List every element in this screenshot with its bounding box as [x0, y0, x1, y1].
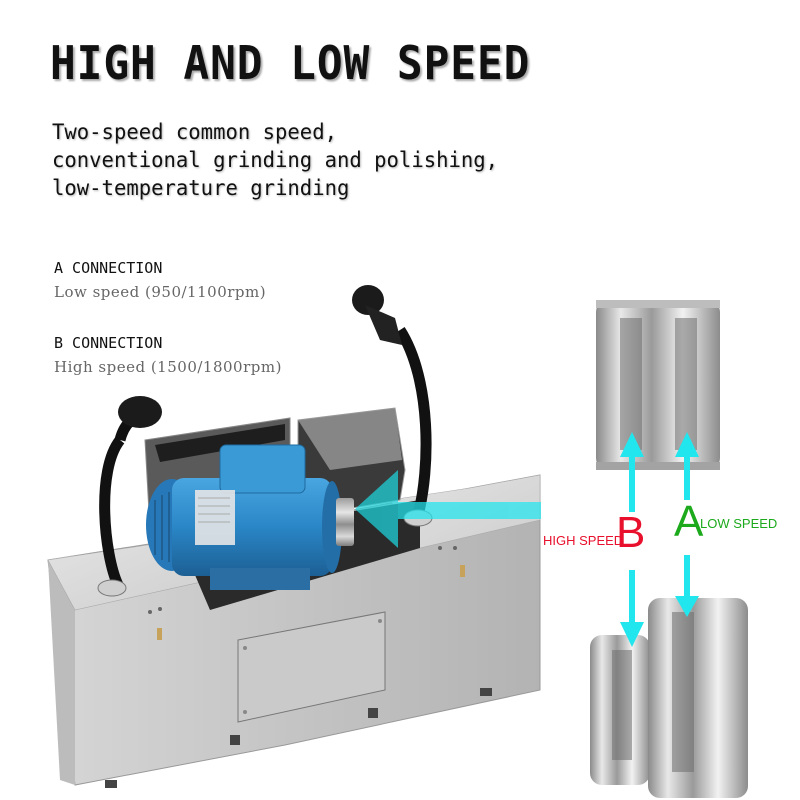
intro-line: Two-speed common speed,: [52, 120, 337, 144]
connection-a-detail: Low speed (950/1100rpm): [54, 283, 267, 301]
intro-line: conventional grinding and polishing,: [52, 148, 499, 172]
speed-arrows: [620, 432, 699, 647]
intro-text: Two-speed common speed, conventional gri…: [52, 118, 507, 202]
intro-line: low-temperature grinding: [52, 176, 350, 200]
connection-a-marker: A: [674, 497, 704, 546]
top-pulley: [596, 300, 720, 470]
connection-b-heading: B CONNECTION: [54, 334, 163, 352]
high-speed-label: HIGH SPEED: [543, 533, 624, 548]
left-lamp: [97, 396, 162, 597]
connection-b-detail: High speed (1500/1800rpm): [54, 358, 282, 376]
connection-a-heading: A CONNECTION: [54, 259, 163, 277]
bottom-pulley: [590, 598, 748, 798]
page-title: HIGH AND LOW SPEED: [50, 36, 531, 90]
low-speed-label: LOW SPEED: [700, 516, 778, 531]
connection-b: B CONNECTION High speed (1500/1800rpm): [54, 334, 282, 376]
connection-a: A CONNECTION Low speed (950/1100rpm): [54, 259, 266, 301]
pulley-pointer-arrow: [355, 470, 541, 548]
connection-b-marker: B: [616, 508, 646, 557]
motor: [146, 444, 354, 590]
